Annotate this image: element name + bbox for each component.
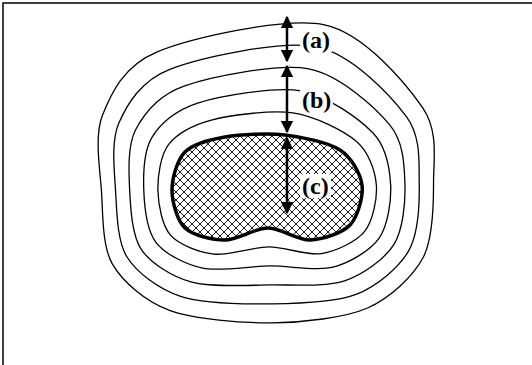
frame [3, 3, 532, 365]
part-label: (c) [300, 174, 331, 198]
layer-outline [158, 112, 377, 254]
part-label: (a) [300, 28, 332, 52]
dimension-arrow [286, 66, 289, 132]
layer-outline [129, 68, 405, 286]
hatched-core [172, 134, 362, 240]
part-label: (b) [300, 88, 333, 112]
dimension-arrow [286, 138, 289, 213]
layer-outline [98, 23, 434, 323]
layer-outline [114, 45, 420, 304]
layer-outline [144, 90, 391, 270]
dimension-arrow [286, 17, 289, 61]
